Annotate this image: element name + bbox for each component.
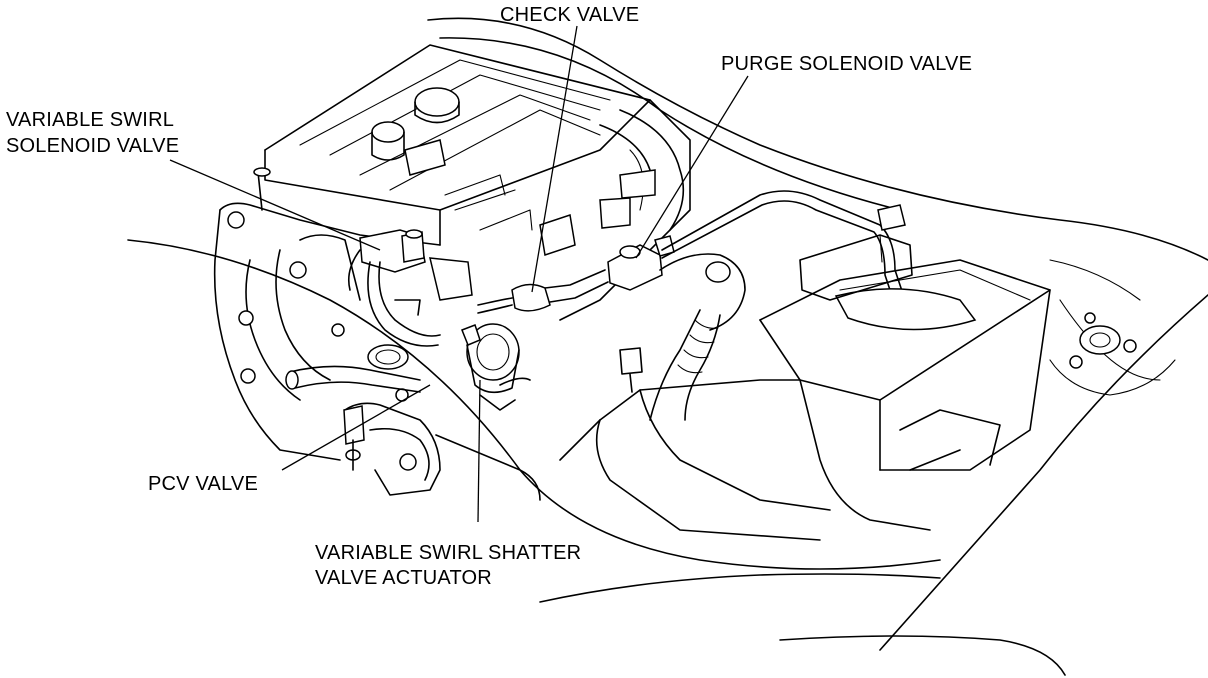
- body-outline: [127, 17, 1208, 676]
- air-cleaner-box: [559, 204, 1051, 541]
- leader-pcv-valve: [281, 384, 431, 471]
- leader-swirl-solenoid: [169, 159, 381, 251]
- label-swirl-shatter-actuator-line1: VARIABLE SWIRL SHATTER: [315, 542, 582, 564]
- cylinder-head: [264, 44, 691, 321]
- air-intake-duct: [619, 253, 746, 421]
- label-variable-swirl-solenoid-line1: VARIABLE SWIRL: [6, 109, 175, 131]
- shatter-valve-actuator: [461, 323, 531, 411]
- leader-shatter-actuator: [477, 379, 481, 523]
- label-pcv-valve: PCV VALVE: [148, 473, 258, 495]
- leader-lines: [169, 25, 749, 523]
- label-purge-solenoid-valve: PURGE SOLENOID VALVE: [721, 53, 973, 75]
- leader-purge-solenoid: [635, 75, 749, 259]
- intake-manifold: [213, 167, 541, 501]
- label-swirl-shatter-actuator-line2: VALVE ACTUATOR: [315, 567, 492, 589]
- label-check-valve: CHECK VALVE: [500, 4, 640, 26]
- swirl-solenoid-assembly: [347, 229, 473, 347]
- leader-check-valve: [531, 25, 578, 293]
- fender-details: [1049, 312, 1176, 396]
- label-variable-swirl-solenoid-line2: SOLENOID VALVE: [6, 135, 180, 157]
